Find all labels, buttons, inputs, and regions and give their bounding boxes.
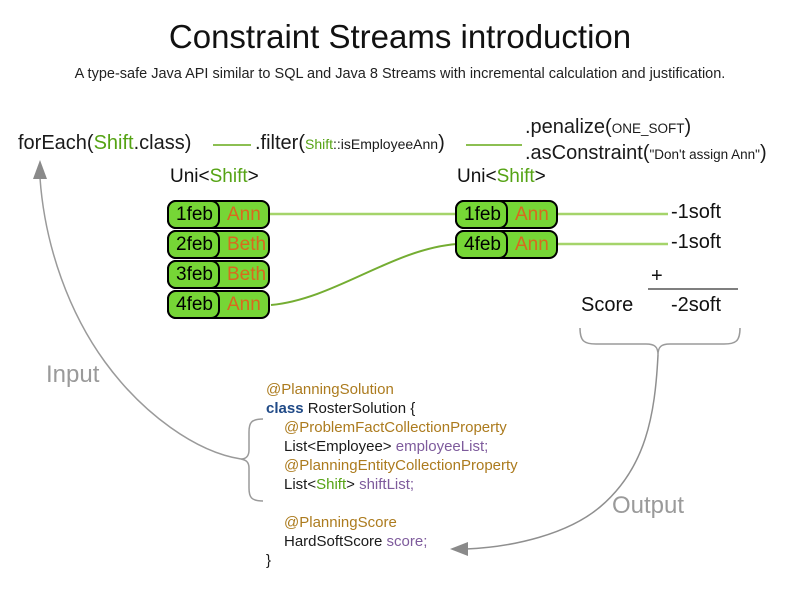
code-shift-list-field: List<Shift> shiftList;: [284, 476, 414, 493]
shift-date: 2feb: [167, 230, 220, 259]
subtitle: A type-safe Java API similar to SQL and …: [74, 66, 726, 82]
input-label: Input: [46, 361, 100, 388]
shift-date: 3feb: [167, 260, 220, 289]
filter-pre: .filter(: [255, 132, 305, 154]
annotation: @PlanningScore: [284, 514, 397, 531]
asconstraint-post: ): [759, 142, 767, 164]
output-arrow: [465, 354, 659, 550]
field-type-class: Shift: [316, 476, 347, 493]
shift-date: 1feb: [167, 200, 220, 229]
shift-employee: Ann: [226, 293, 261, 315]
input-arrow: [39, 177, 242, 460]
code-brace: [240, 418, 264, 502]
filter-arg-rest: ::isEmployeeAnn: [333, 136, 439, 152]
score-label: Score: [581, 294, 634, 316]
sum-plus-sign: +: [651, 265, 663, 287]
field-name: score;: [386, 533, 428, 550]
filter-post: ): [438, 132, 445, 154]
shift-row: 4feb Ann: [167, 290, 270, 319]
foreach-post: .class): [133, 132, 192, 154]
score-bracket: [579, 327, 741, 356]
shift-date: 4feb: [455, 230, 508, 259]
code-penalize: .penalize(ONE_SOFT): [525, 116, 691, 139]
shift-employee: Beth: [226, 233, 267, 255]
left-stream-type: Uni<Shift>: [170, 166, 259, 188]
code-class-declaration: class RosterSolution {: [266, 400, 415, 417]
field-type: >: [346, 476, 360, 493]
code-asconstraint: .asConstraint("Don't assign Ann"): [525, 142, 767, 165]
shift-employee: Ann: [226, 203, 261, 225]
annotation: @ProblemFactCollectionProperty: [284, 419, 507, 436]
filter-arg-class: Shift: [305, 136, 334, 152]
page-title: Constraint Streams introduction: [168, 18, 632, 55]
shift-employee: Beth: [226, 263, 267, 285]
uni-type: Shift: [209, 166, 248, 187]
code-foreach: forEach(Shift.class): [18, 132, 191, 155]
penalize-arg: ONE_SOFT: [611, 121, 685, 136]
output-arrowhead-icon: [450, 542, 468, 556]
penalty-value: -1soft: [671, 231, 722, 253]
annotation: @PlanningSolution: [266, 381, 394, 398]
asconstraint-pre: .asConstraint(: [525, 142, 650, 164]
field-type: List<: [284, 476, 317, 493]
class-name: RosterSolution {: [303, 400, 416, 417]
code-filter: .filter(Shift::isEmployeeAnn): [255, 132, 445, 155]
code-annotation-planning-entity: @PlanningEntityCollectionProperty: [284, 457, 518, 474]
class-keyword: class: [266, 400, 304, 417]
uni-post: >: [247, 166, 259, 187]
code-annotation-score: @PlanningScore: [284, 514, 397, 531]
stream-connector-4feb: [270, 243, 458, 306]
code-annotation-problem-fact: @ProblemFactCollectionProperty: [284, 419, 507, 436]
shift-row: 4feb Ann: [455, 230, 558, 259]
asconstraint-arg: "Don't assign Ann": [649, 147, 760, 162]
foreach-pre: forEach(: [18, 132, 94, 154]
shift-date: 1feb: [455, 200, 508, 229]
shift-row: 3feb Beth: [167, 260, 270, 289]
annotation: @PlanningEntityCollectionProperty: [284, 457, 518, 474]
shift-row: 1feb Ann: [455, 200, 558, 229]
shift-employee: Ann: [514, 203, 549, 225]
field-type: HardSoftScore: [284, 533, 387, 550]
shift-date: 4feb: [167, 290, 220, 319]
foreach-class: Shift: [93, 132, 134, 154]
code-employee-list-field: List<Employee> employeeList;: [284, 438, 488, 455]
input-arrowhead-icon: [33, 160, 47, 179]
shift-row: 2feb Beth: [167, 230, 270, 259]
score-value: -2soft: [671, 294, 722, 316]
penalize-pre: .penalize(: [525, 116, 612, 138]
right-stream-type: Uni<Shift>: [457, 166, 546, 188]
code-closing-brace: }: [266, 552, 272, 569]
field-type: List<Employee>: [284, 438, 396, 455]
uni-type: Shift: [496, 166, 535, 187]
shift-employee: Ann: [514, 233, 549, 255]
code-score-field: HardSoftScore score;: [284, 533, 427, 550]
uni-pre: Uni<: [170, 166, 210, 187]
field-name: employeeList;: [395, 438, 489, 455]
penalize-post: ): [684, 116, 692, 138]
uni-post: >: [534, 166, 546, 187]
penalty-value: -1soft: [671, 201, 722, 223]
uni-pre: Uni<: [457, 166, 497, 187]
shift-row: 1feb Ann: [167, 200, 270, 229]
field-name: shiftList;: [359, 476, 415, 493]
output-label: Output: [612, 492, 685, 519]
code-annotation-solution: @PlanningSolution: [266, 381, 394, 398]
